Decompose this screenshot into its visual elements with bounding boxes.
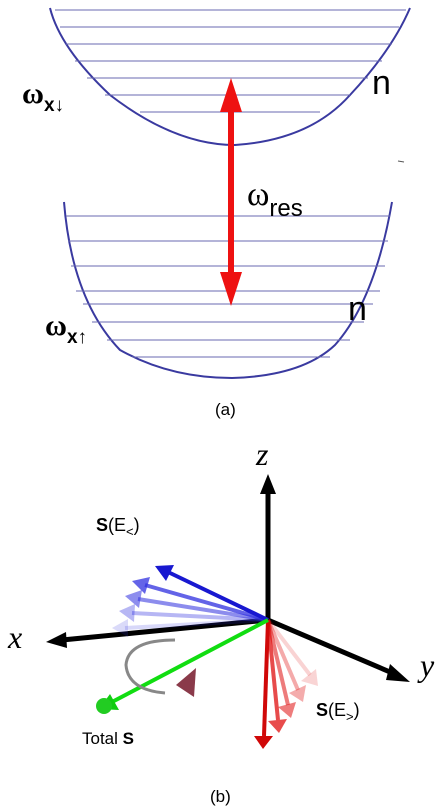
red-spin-vectors — [254, 618, 318, 749]
blue-vector-head — [119, 604, 135, 622]
lower-quantum-number: n — [348, 290, 367, 328]
lower-level-label: ωx↑ — [45, 309, 87, 348]
upper-quantum-number: n — [372, 64, 391, 102]
blue-vector-head — [112, 619, 128, 637]
upper-energy-levels — [55, 9, 406, 113]
blue-vector-head — [155, 565, 174, 581]
red-vector — [266, 619, 280, 721]
red-vector — [262, 619, 270, 737]
red-vector — [266, 619, 300, 691]
x-axis-arrowhead — [46, 632, 67, 648]
resonance-arrowhead-down — [220, 272, 242, 306]
green-vector — [111, 618, 269, 704]
blue-spin-vectors — [112, 565, 269, 637]
red-vector-head — [278, 702, 296, 718]
blue-vector — [167, 570, 269, 622]
blue-vector — [124, 618, 269, 630]
blue-vector — [131, 611, 269, 622]
y-axis — [267, 617, 391, 675]
upper-parabola — [49, 7, 411, 147]
red-vector-head — [289, 685, 306, 702]
green-vector-tip — [96, 698, 112, 714]
resonance-label: ωres — [247, 176, 303, 222]
z-axis-label: z — [255, 436, 269, 472]
y-axis-label: y — [417, 647, 435, 683]
panel-a-label: (a) — [215, 400, 236, 419]
precession-rotation-arrow — [124, 638, 196, 697]
red-vector-head — [254, 736, 273, 749]
red-vector-head — [268, 719, 287, 733]
resonance-arrowhead-up — [220, 78, 242, 112]
x-axis-label: x — [7, 619, 22, 655]
blue-vector-head — [132, 577, 150, 594]
red-vector — [266, 618, 312, 677]
blue-vector — [144, 583, 269, 622]
red-vector-head — [301, 669, 318, 686]
panel-b-label: (b) — [210, 787, 231, 806]
s-greater-label: S(E>) — [316, 700, 360, 724]
coordinate-axes — [46, 474, 410, 682]
total-s-label: Total S — [82, 729, 134, 748]
resonance-arrow — [220, 78, 242, 306]
blue-vector-head — [125, 590, 142, 608]
z-axis-arrowhead — [260, 474, 276, 494]
panel-a: ωx↓ ωx↑ n n ωres (a) — [22, 7, 411, 419]
rotation-arrowhead — [176, 668, 196, 697]
rotation-arc — [124, 638, 176, 695]
upper-level-label: ωx↓ — [22, 77, 64, 116]
x-axis — [61, 617, 269, 643]
tick-mark — [397, 160, 405, 163]
s-less-label: S(E<) — [96, 515, 140, 539]
blue-vector — [137, 597, 269, 622]
panel-b: z x y — [7, 436, 435, 806]
total-spin-vector — [96, 618, 269, 714]
lower-parabola — [63, 201, 393, 380]
y-axis-arrowhead — [386, 664, 410, 682]
upper-parabola-group — [49, 7, 411, 147]
